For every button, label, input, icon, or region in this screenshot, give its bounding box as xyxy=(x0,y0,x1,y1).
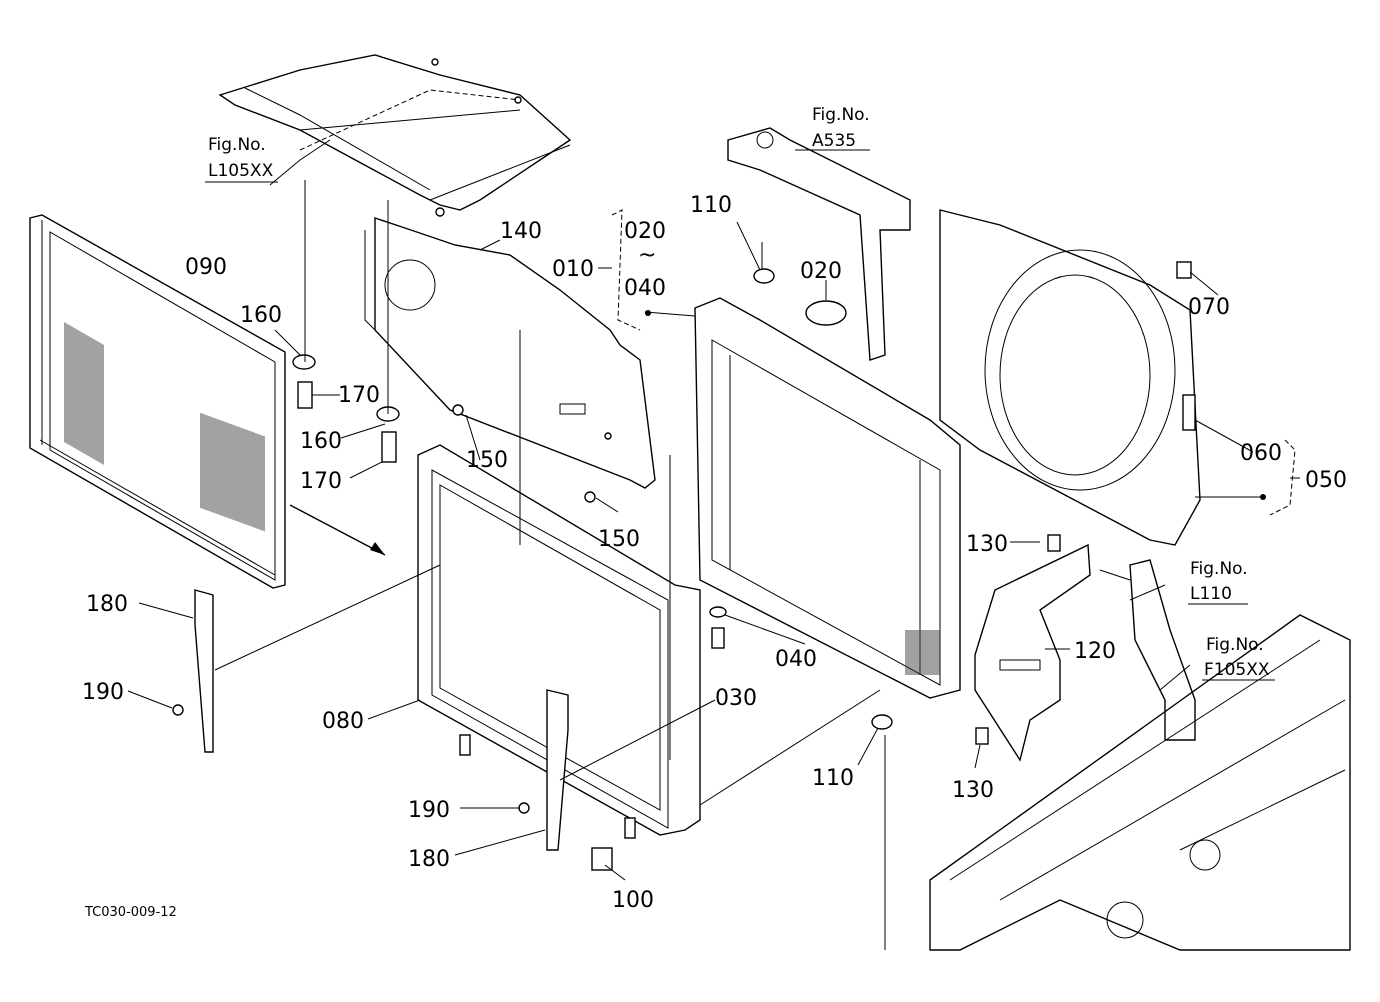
part-label-040-range: 040 xyxy=(624,276,666,301)
bracket-a535-part xyxy=(727,127,911,361)
part-label-040: 040 xyxy=(775,647,817,672)
fig-ref-l110-prefix: Fig.No. xyxy=(1190,559,1248,579)
radiator-core-part xyxy=(694,297,961,699)
panel-140-part xyxy=(364,217,656,489)
fig-ref-f105xx-code: F105XX xyxy=(1204,660,1270,680)
part-label-170-upper: 170 xyxy=(338,383,380,408)
part-label-140: 140 xyxy=(500,219,542,244)
part-label-060: 060 xyxy=(1240,441,1282,466)
fig-ref-l110-code: L110 xyxy=(1190,584,1232,604)
part-label-080: 080 xyxy=(322,709,364,734)
figure-code: TC030-009-12 xyxy=(84,905,177,920)
part-label-190-center: 190 xyxy=(408,798,450,823)
part-label-130-bottom: 130 xyxy=(952,778,994,803)
part-label-180-left: 180 xyxy=(86,592,128,617)
frame-080-part xyxy=(417,444,701,839)
fig-ref-l105xx-code: L105XX xyxy=(208,161,274,181)
part-label-190-left: 190 xyxy=(82,680,124,705)
part-label-170-lower: 170 xyxy=(300,469,342,494)
part-label-090: 090 xyxy=(185,255,227,280)
leader-lines xyxy=(127,139,1300,950)
fasteners xyxy=(172,261,1192,871)
fig-ref-l105xx-prefix: Fig.No. xyxy=(208,135,266,155)
part-label-range-sep: ~ xyxy=(638,243,656,268)
bar-180-left-part xyxy=(194,589,214,753)
fig-ref-a535-code: A535 xyxy=(812,131,856,151)
part-label-010: 010 xyxy=(552,257,594,282)
bar-180-center-part xyxy=(546,689,569,851)
part-label-160-upper: 160 xyxy=(240,303,282,328)
direction-arrow-head xyxy=(370,542,385,555)
part-label-160-lower: 160 xyxy=(300,429,342,454)
part-label-070: 070 xyxy=(1188,295,1230,320)
fan-shroud-part xyxy=(939,209,1201,546)
fig-ref-f105xx-prefix: Fig.No. xyxy=(1206,635,1264,655)
part-label-020-cap: 020 xyxy=(800,259,842,284)
part-label-030: 030 xyxy=(715,686,757,711)
part-label-130-top: 130 xyxy=(966,532,1008,557)
part-label-120: 120 xyxy=(1074,639,1116,664)
part-label-110-top: 110 xyxy=(690,193,732,218)
bracket-120-part xyxy=(974,543,1091,762)
direction-arrow xyxy=(289,504,386,556)
screen-090-part xyxy=(29,214,286,589)
fig-ref-a535-prefix: Fig.No. xyxy=(812,105,870,125)
part-label-180-center: 180 xyxy=(408,847,450,872)
part-label-150-lower: 150 xyxy=(598,527,640,552)
part-label-150-upper: 150 xyxy=(466,448,508,473)
part-label-110-bottom: 110 xyxy=(812,766,854,791)
part-label-050: 050 xyxy=(1305,468,1347,493)
part-label-100: 100 xyxy=(612,888,654,913)
hood-cover-part xyxy=(218,54,572,217)
part-label-020-range: 020 xyxy=(624,219,666,244)
